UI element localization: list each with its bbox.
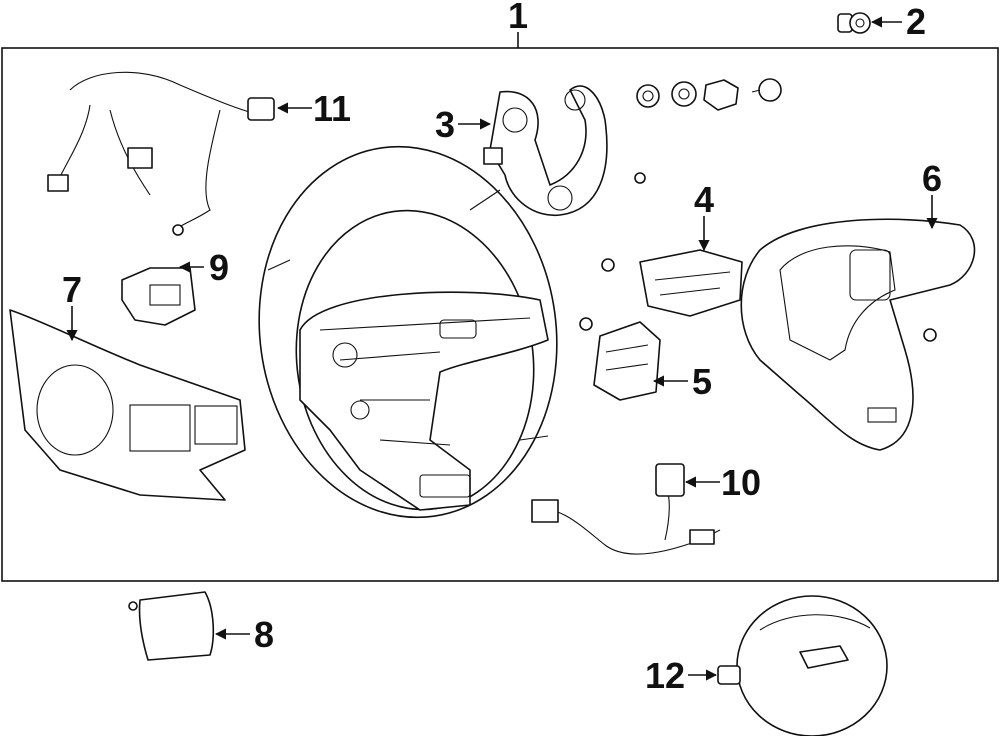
left-trim-bezel-part[interactable] bbox=[9, 309, 246, 501]
control-switch-part[interactable] bbox=[579, 317, 661, 401]
cover-part[interactable] bbox=[128, 591, 215, 661]
nut-part[interactable] bbox=[837, 12, 871, 34]
callout-3: 3 bbox=[435, 104, 455, 145]
control-switch-part[interactable] bbox=[601, 249, 743, 317]
steering-wheel-part[interactable] bbox=[236, 127, 581, 537]
right-trim-bezel-part[interactable] bbox=[740, 218, 976, 451]
callout-9: 9 bbox=[209, 247, 229, 288]
switch-module-part[interactable] bbox=[121, 267, 196, 326]
wiring-harness-part[interactable] bbox=[47, 71, 275, 236]
callout-7: 7 bbox=[62, 269, 82, 310]
airbag-module-part[interactable] bbox=[717, 595, 888, 736]
callout-8: 8 bbox=[254, 614, 274, 655]
callout-1: 1 bbox=[508, 0, 528, 36]
callout-6: 6 bbox=[922, 158, 942, 199]
callout-11: 11 bbox=[313, 88, 351, 129]
assembly-frame bbox=[1, 47, 999, 582]
callout-12: 12 bbox=[645, 655, 685, 696]
callout-5: 5 bbox=[692, 361, 712, 402]
callout-2: 2 bbox=[906, 1, 926, 42]
fastener-set[interactable] bbox=[634, 78, 782, 184]
callout-4: 4 bbox=[694, 179, 714, 220]
bracket-part[interactable] bbox=[483, 85, 608, 217]
callout-10: 10 bbox=[721, 462, 761, 503]
wiring-harness-part[interactable] bbox=[531, 463, 721, 555]
